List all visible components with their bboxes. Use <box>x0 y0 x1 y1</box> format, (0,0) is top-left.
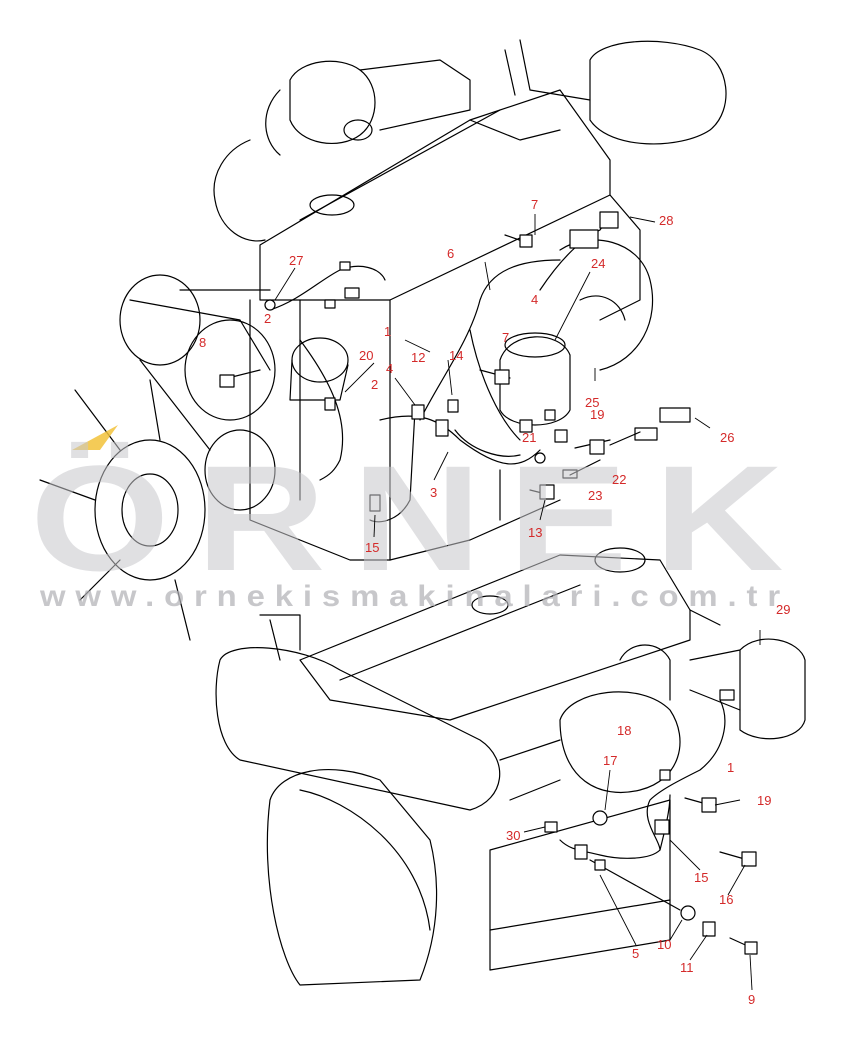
callout: 15 <box>365 540 379 555</box>
callout: 19 <box>757 793 771 808</box>
callout: 15 <box>694 870 708 885</box>
callout: 24 <box>591 256 605 271</box>
callout: 28 <box>659 213 673 228</box>
callout: 3 <box>430 485 437 500</box>
callout: 22 <box>612 472 626 487</box>
callouts-upper: 7 28 27 6 24 2 4 8 1 12 14 7 20 4 2 25 1… <box>199 197 734 555</box>
watermark-url: www.ornekismakinalari.com.tr <box>39 580 790 613</box>
callout: 4 <box>386 361 393 376</box>
watermark-accent-triangle <box>72 425 118 450</box>
callout: 14 <box>449 348 463 363</box>
callout: 27 <box>289 253 303 268</box>
callout: 21 <box>522 430 536 445</box>
callout: 5 <box>632 946 639 961</box>
callout: 7 <box>531 197 538 212</box>
callout: 9 <box>748 992 755 1007</box>
callout: 2 <box>371 377 378 392</box>
callout: 26 <box>720 430 734 445</box>
callout: 16 <box>719 892 733 907</box>
callout: 7 <box>502 330 509 345</box>
callout: 4 <box>531 292 538 307</box>
watermark-brand: ÖRNEK <box>30 434 810 602</box>
callout: 1 <box>727 760 734 775</box>
callout: 25 <box>585 395 599 410</box>
callout: 1 <box>384 324 391 339</box>
callout: 12 <box>411 350 425 365</box>
callout: 8 <box>199 335 206 350</box>
lower-engine-drawing <box>215 547 806 986</box>
upper-engine-drawing <box>39 39 727 641</box>
callout: 18 <box>617 723 631 738</box>
callout: 10 <box>657 937 671 952</box>
callout: 23 <box>588 488 602 503</box>
callout: 6 <box>447 246 454 261</box>
callout: 30 <box>506 828 520 843</box>
callout: 11 <box>680 960 694 975</box>
leader-lines <box>274 214 761 991</box>
callout: 29 <box>776 602 790 617</box>
callout: 13 <box>528 525 542 540</box>
watermark: ÖRNEK www.ornekismakinalari.com.tr <box>30 425 810 613</box>
callout: 17 <box>603 753 617 768</box>
callout: 2 <box>264 311 271 326</box>
callout: 20 <box>359 348 373 363</box>
callouts-lower: 29 18 17 1 19 30 15 16 5 10 11 9 <box>506 602 790 1007</box>
callout: 19 <box>590 407 604 422</box>
